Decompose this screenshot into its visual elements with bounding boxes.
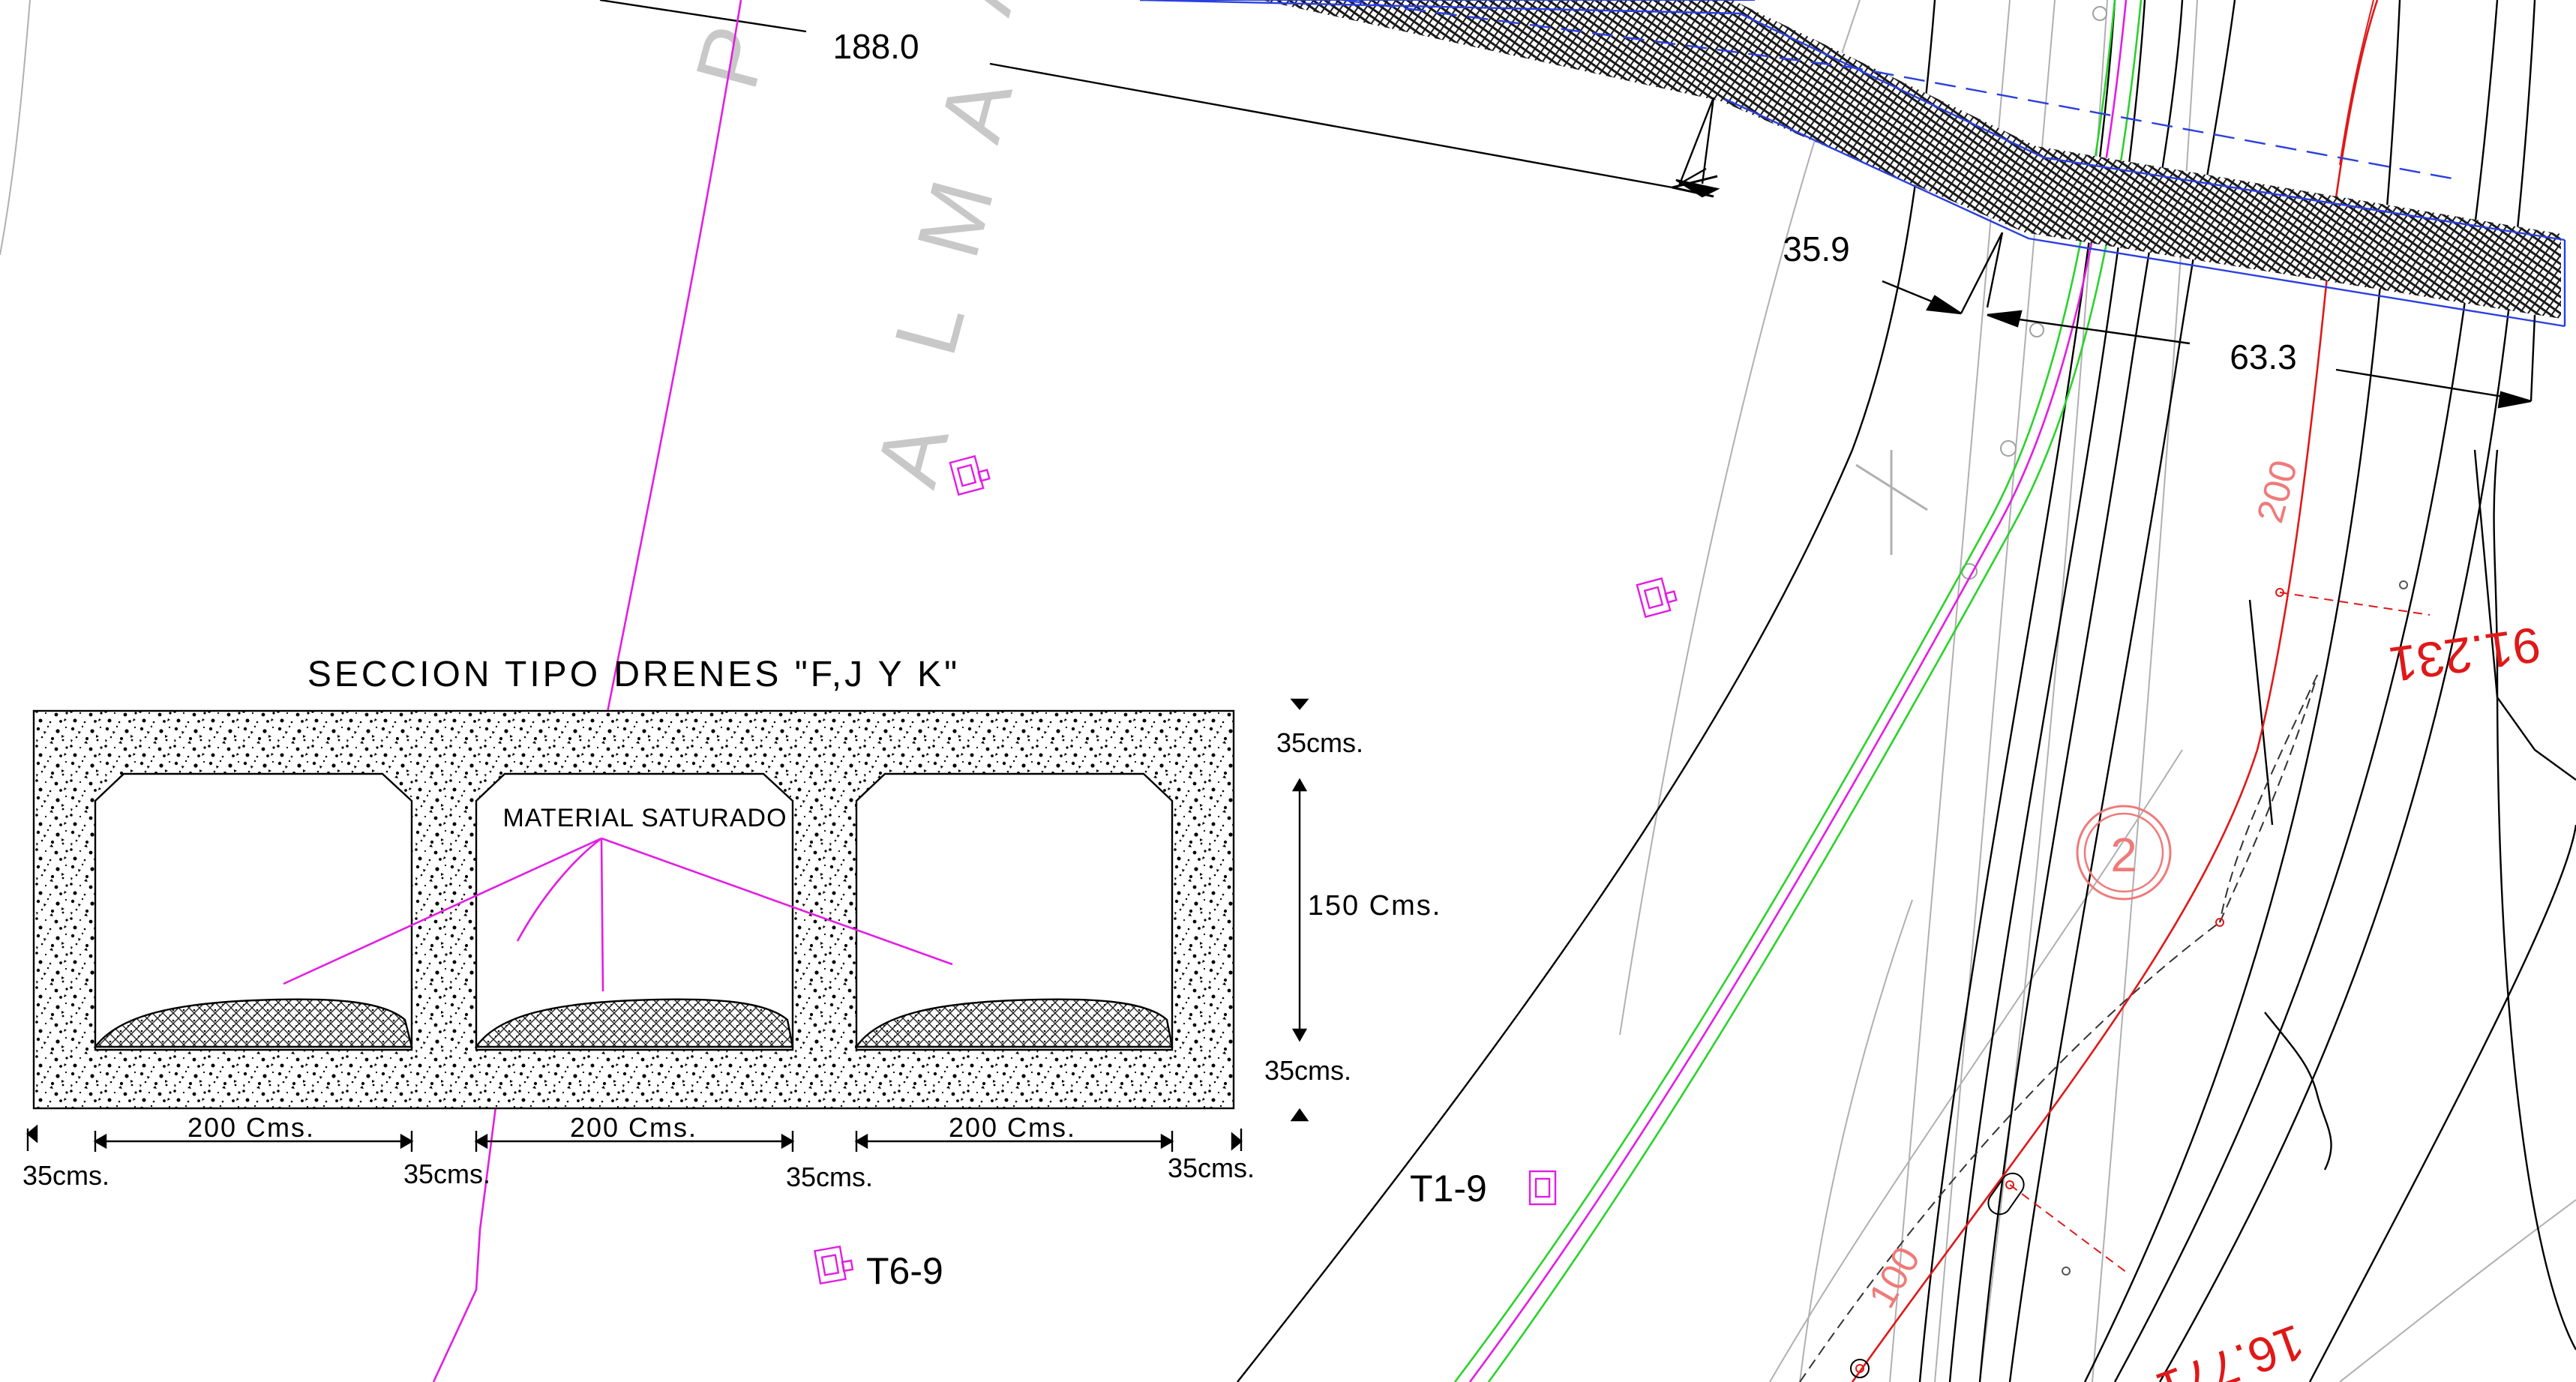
section-title: SECCION TIPO DRENES "F,J Y K" <box>307 655 960 694</box>
survey-marker-icon <box>1528 1170 1557 1206</box>
marker-label-t1: T1-9 <box>1410 1168 1487 1210</box>
dim-wall-width: 35cms. <box>403 1159 490 1189</box>
dim-wall-width: 35cms. <box>786 1162 873 1192</box>
saturated-material-right <box>854 998 1174 1048</box>
drain-section-detail: SECCION TIPO DRENES "F,J Y K" MATERIAL S… <box>22 655 1442 1192</box>
station-100: 100 <box>1861 1240 1928 1315</box>
marker-label-t6: T6-9 <box>866 1250 943 1292</box>
road-letter-a: A <box>921 68 1032 151</box>
dim-cell-width: 200 Cms. <box>570 1112 697 1143</box>
dim-cell-width: 200 Cms. <box>949 1112 1076 1143</box>
station-circle: 2 <box>2076 805 2172 901</box>
survey-marker-icon <box>949 454 991 496</box>
dim-top-wall: 35cms. <box>1276 727 1363 758</box>
dim-wall-width: 35cms. <box>1168 1153 1255 1183</box>
saturated-material-left <box>93 998 413 1048</box>
dim-height: 150 Cms. <box>1308 890 1442 922</box>
dashed-construction-lines <box>1799 674 2318 1382</box>
drain-cell-center <box>475 772 794 1051</box>
road-letter-a: A <box>857 413 968 496</box>
dim-wall-width: 35cms. <box>22 1160 109 1191</box>
elevation-label-1: 91.231 <box>2386 617 2544 693</box>
elevation-label-2: 16.771 <box>2150 1314 2311 1382</box>
gray-station-circles <box>1961 6 2107 580</box>
red-centerline <box>1850 0 2431 1382</box>
station-circle-number: 2 <box>2110 828 2137 882</box>
dim-cell-width: 200 Cms. <box>187 1112 315 1143</box>
station-200: 200 <box>2249 456 2306 527</box>
road-letter-a: A <box>932 0 1043 24</box>
hatched-pavement-band <box>1139 0 2566 328</box>
dimension-63-3: 63.3 <box>2230 337 2297 376</box>
drain-cell-right <box>855 772 1174 1051</box>
horizontal-dimensions <box>26 1124 1243 1152</box>
survey-marker-icon <box>1636 577 1678 619</box>
dimension-lines <box>599 0 2536 409</box>
road-name-label: P A A M L A <box>677 0 1043 496</box>
material-leader-lines <box>283 837 953 992</box>
survey-marker-icon <box>814 1245 854 1285</box>
road-letter-m: M <box>898 171 1013 268</box>
drain-cell-left <box>94 772 413 1051</box>
road-letter-l: L <box>876 292 984 365</box>
vertical-dimensions <box>1290 698 1309 1122</box>
dimension-35-9: 35.9 <box>1783 229 1850 268</box>
dimension-188: 188.0 <box>832 27 919 66</box>
saturated-material-center <box>474 998 794 1048</box>
dim-bottom-wall: 35cms. <box>1264 1055 1351 1086</box>
material-label: MATERIAL SATURADO <box>502 804 787 832</box>
